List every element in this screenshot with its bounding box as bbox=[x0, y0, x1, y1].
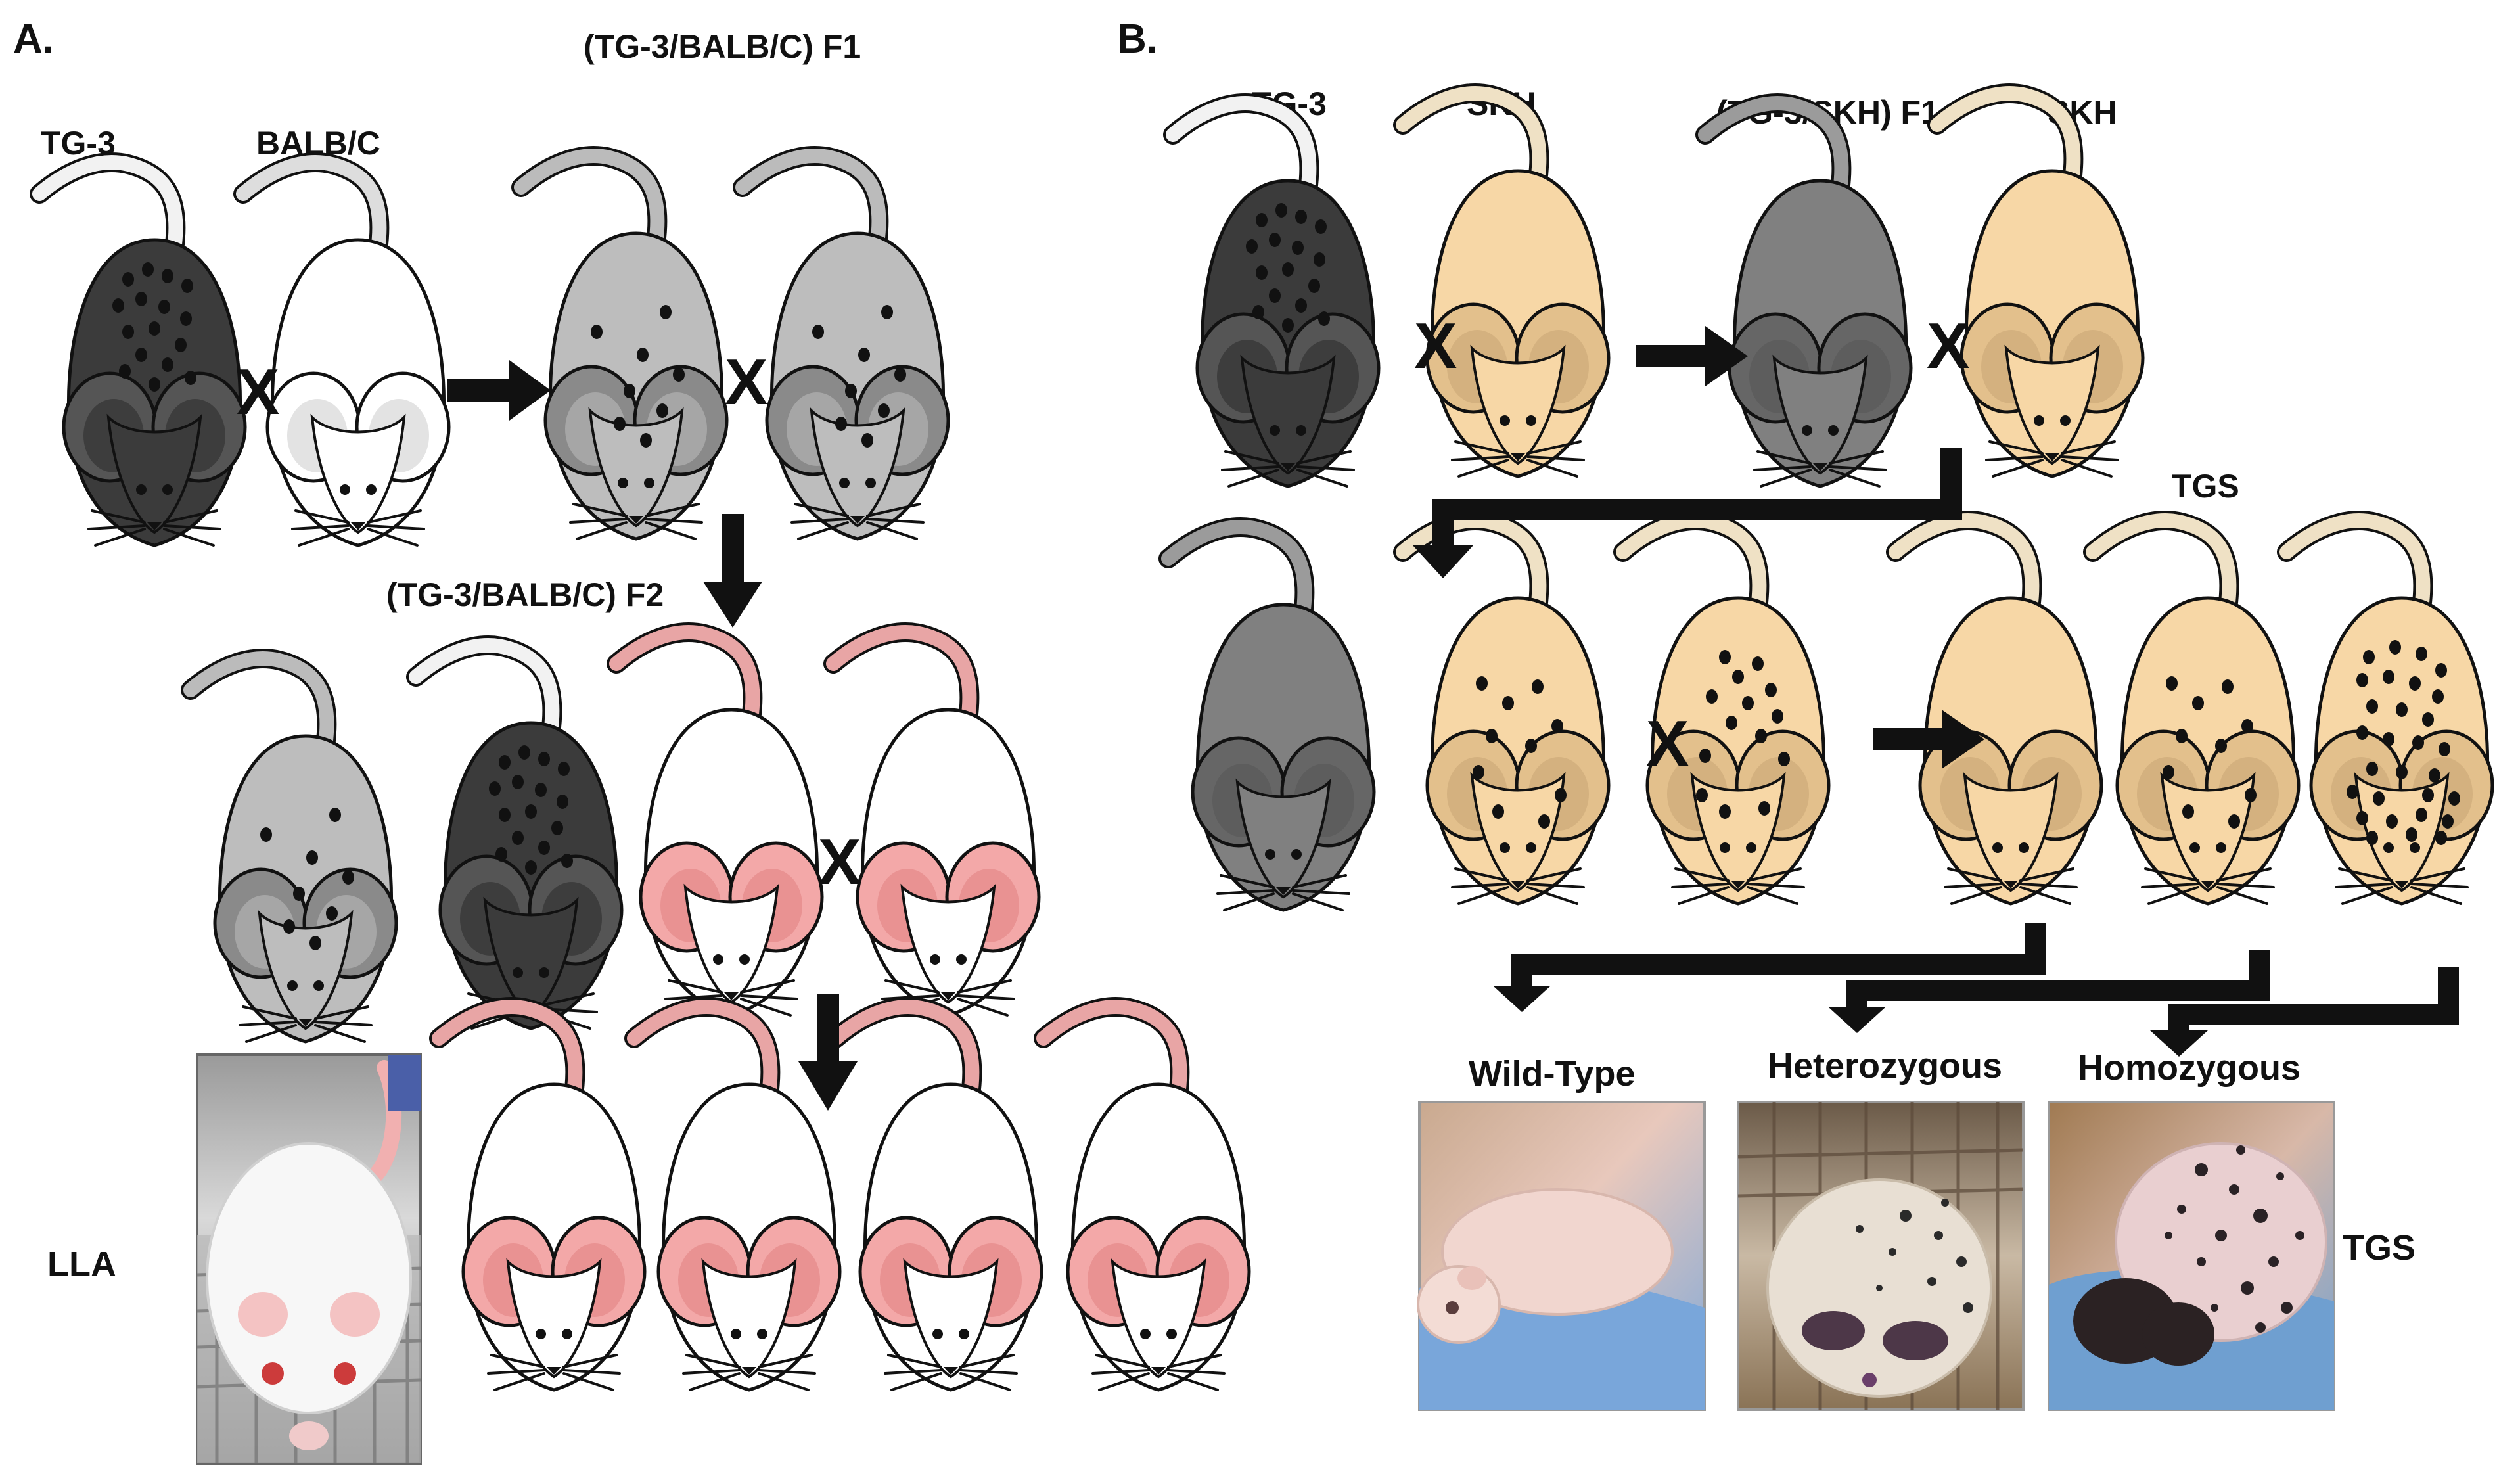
mouse-wildtype bbox=[1886, 511, 2103, 906]
cross-a-1: X bbox=[237, 356, 279, 428]
mouse-f2-white-right bbox=[823, 622, 1041, 1017]
cross-a-3: X bbox=[818, 825, 861, 898]
arrow-b-f1 bbox=[1636, 326, 1748, 386]
arrow-b-f2-elbow bbox=[1413, 448, 1962, 578]
arrow-b-heterozygous bbox=[1828, 950, 2270, 1033]
lla-label: LLA bbox=[47, 1245, 116, 1284]
wildtype-photo bbox=[1417, 1101, 1706, 1411]
panel-b-label: B. bbox=[1117, 16, 1158, 62]
mouse-skh-b bbox=[1393, 83, 1611, 478]
mouse-heterozygous bbox=[2083, 511, 2301, 906]
homozygous-photo-label: Homozygous bbox=[2078, 1048, 2301, 1088]
cross-b-2: X bbox=[1927, 310, 1969, 382]
heterozygous-photo bbox=[1737, 1101, 2025, 1411]
arrow-a-f2 bbox=[703, 514, 762, 628]
mouse-f2-white-left bbox=[607, 622, 824, 1017]
mouse-lla-2 bbox=[624, 997, 842, 1392]
cross-a-2: X bbox=[725, 346, 767, 418]
panel-a-label: A. bbox=[13, 16, 54, 62]
wildtype-photo-label: Wild-Type bbox=[1469, 1054, 1636, 1094]
cross-b-1: X bbox=[1414, 310, 1457, 382]
mouse-lla-4 bbox=[1034, 997, 1251, 1392]
mouse-f1-a-left bbox=[511, 146, 729, 541]
tgs-side-label: TGS bbox=[2343, 1228, 2416, 1268]
f2-label-a: (TG-3/BALB/C) F2 bbox=[386, 576, 664, 613]
homozygous-photo bbox=[2048, 1101, 2335, 1411]
mouse-lla-3 bbox=[826, 997, 1043, 1392]
mouse-balbc bbox=[233, 152, 451, 547]
arrow-a-lla bbox=[798, 994, 858, 1111]
mouse-tg3-b bbox=[1163, 93, 1381, 488]
arrow-b-homozygous bbox=[2150, 967, 2459, 1057]
mouse-f1-b bbox=[1695, 93, 1913, 488]
heterozygous-photo-label: Heterozygous bbox=[1768, 1046, 2002, 1086]
mouse-lla-1 bbox=[429, 997, 647, 1392]
arrow-b-wildtype bbox=[1493, 923, 2046, 1012]
mouse-f2-b-tan-1 bbox=[1393, 511, 1611, 906]
mouse-skh-b-2 bbox=[1927, 83, 2145, 478]
tgs-label-b: TGS bbox=[2172, 468, 2239, 505]
mouse-f2-b-tan-2 bbox=[1613, 511, 1831, 906]
cross-b-3: X bbox=[1646, 707, 1689, 779]
arrow-b-tgs bbox=[1873, 710, 1984, 769]
f1-label-a: (TG-3/BALB/C) F1 bbox=[584, 28, 861, 65]
mouse-homozygous bbox=[2277, 511, 2494, 906]
mouse-f2-b-grey bbox=[1158, 517, 1376, 912]
lla-photo bbox=[196, 1053, 422, 1465]
mouse-f2-grey bbox=[181, 649, 398, 1044]
mouse-tg3-a bbox=[30, 152, 247, 547]
mouse-f1-a-right bbox=[733, 146, 950, 541]
mouse-f2-black bbox=[406, 635, 624, 1030]
arrow-a-f1 bbox=[447, 360, 551, 421]
